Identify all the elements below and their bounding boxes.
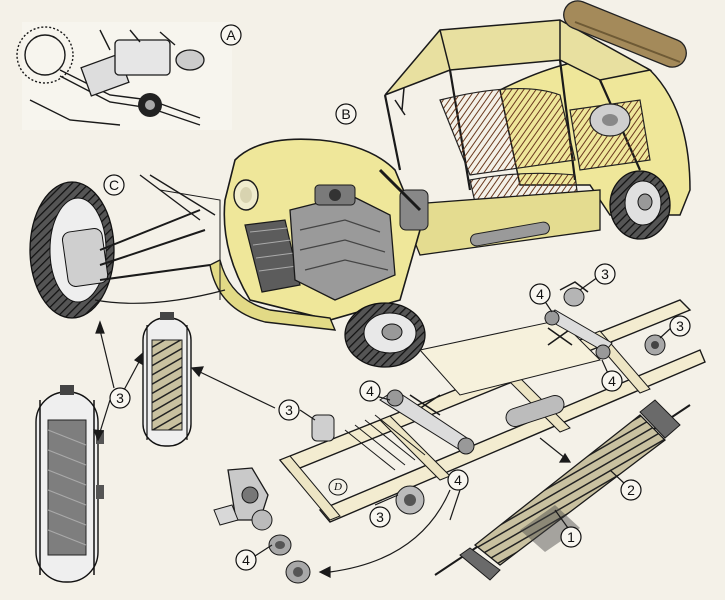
callout-a-label: A	[226, 27, 236, 43]
callout-3-top: 3	[594, 263, 616, 285]
callout-4-low: 4	[447, 469, 469, 491]
frame-d-circle	[328, 478, 348, 496]
callout-4-top: 4	[529, 283, 551, 305]
callout-4-bottom: 4	[235, 549, 257, 571]
callout-3-mid: 3	[278, 399, 300, 421]
callout-3-right-label: 3	[676, 318, 684, 334]
callout-3-low: 3	[369, 506, 391, 528]
chassis-frame	[278, 299, 706, 523]
leader-lines	[93, 276, 673, 578]
suspension-cylinder-small	[142, 312, 192, 447]
callout-b-label: B	[341, 106, 350, 122]
front-bearing-parts	[213, 467, 311, 584]
callout-4-right-label: 4	[608, 373, 616, 389]
callout-c-circle	[103, 174, 125, 196]
callout-3-left-label: 3	[116, 390, 124, 406]
callout-4-mid: 4	[359, 380, 381, 402]
callout-3-right: 3	[669, 315, 691, 337]
callout-3-top-label: 3	[601, 266, 609, 282]
callout-c-label: C	[109, 177, 119, 193]
car-body	[209, 0, 691, 368]
callout-1-label: 1	[567, 529, 575, 545]
callout-4-low-label: 4	[454, 472, 462, 488]
callout-4-top-label: 4	[536, 286, 544, 302]
callout-b-circle	[335, 103, 357, 125]
shock-absorber-assembly	[434, 399, 691, 581]
rear-suspension-bracket	[559, 281, 589, 307]
inset-a-engine-detail	[16, 22, 232, 130]
inset-c-wheel-detail	[29, 174, 226, 319]
callout-4-right: 4	[601, 370, 623, 392]
callout-3-mid-label: 3	[285, 402, 293, 418]
frame-d-label: D	[333, 481, 342, 493]
callout-2-label: 2	[627, 482, 635, 498]
callout-4-mid-label: 4	[366, 383, 374, 399]
callout-3-low-label: 3	[376, 509, 384, 525]
suspension-cylinder-large	[35, 385, 104, 583]
callout-3-left: 3	[109, 387, 131, 409]
callout-4-bottom-label: 4	[242, 552, 250, 568]
callout-1: 1	[560, 526, 582, 548]
callout-a-circle	[220, 24, 242, 46]
callout-2: 2	[620, 479, 642, 501]
